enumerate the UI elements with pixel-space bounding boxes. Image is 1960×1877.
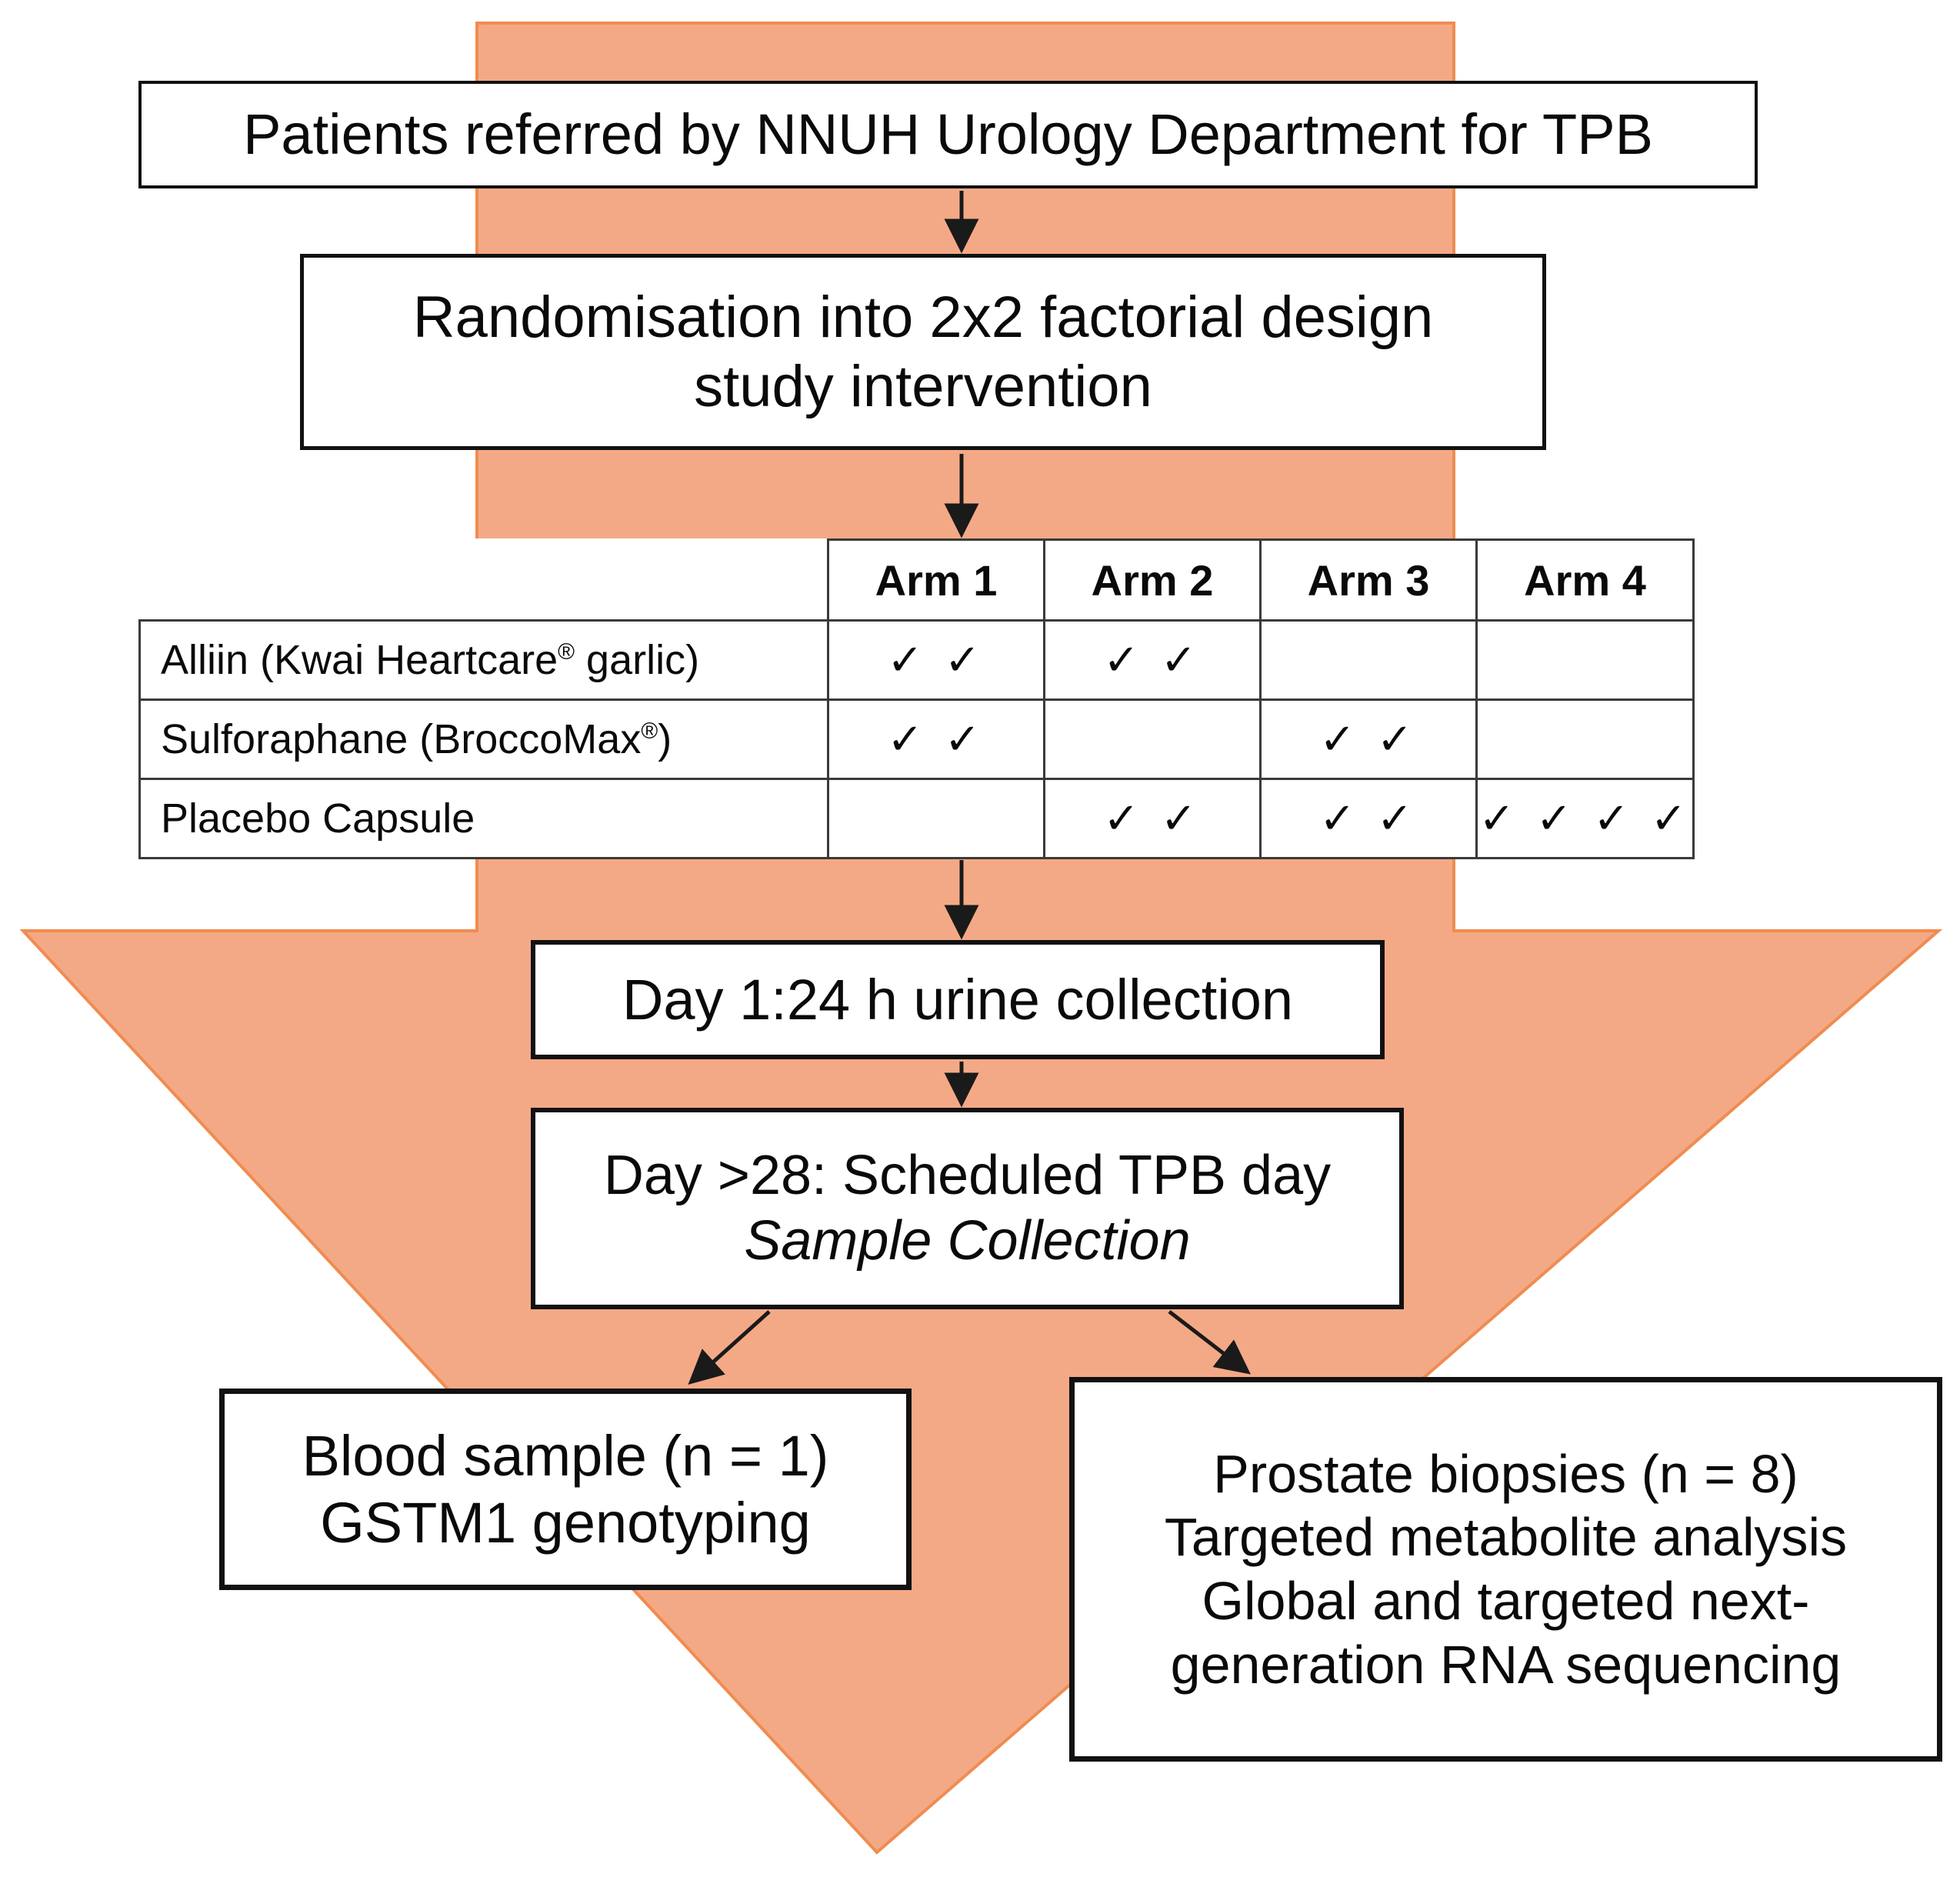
table-row-alliin: Alliin (Kwai Heartcare® garlic) ✓ ✓ ✓ ✓ [138, 619, 1695, 701]
node-day28-tpb: Day >28: Scheduled TPB day Sample Collec… [531, 1108, 1404, 1309]
cell-alliin-arm-4 [1475, 619, 1695, 701]
node-day1-text: Day 1:24 h urine collection [622, 967, 1294, 1032]
table-header-row: Arm 1 Arm 2 Arm 3 Arm 4 [140, 538, 1695, 622]
node-biopsy-line-4: generation RNA sequencing [1170, 1634, 1842, 1695]
column-header-arm-4: Arm 4 [1475, 538, 1695, 622]
node-randomisation-line-2: study intervention [694, 353, 1152, 419]
node-biopsy-line-2: Targeted metabolite analysis [1164, 1507, 1848, 1568]
cell-placebo-arm-4: ✓ ✓ ✓ ✓ [1475, 778, 1695, 859]
row-label-placebo: Placebo Capsule [138, 778, 829, 859]
node-day28-line-2: Sample Collection [744, 1210, 1191, 1272]
cell-placebo-arm-1 [827, 778, 1045, 859]
node-biopsy-line-1: Prostate biopsies (n = 8) [1213, 1443, 1798, 1504]
node-patients-referred: Patients referred by NNUH Urology Depart… [138, 81, 1758, 188]
node-blood-line-2: GSTM1 genotyping [320, 1491, 811, 1555]
column-header-arm-2: Arm 2 [1043, 538, 1262, 622]
node-prostate-biopsies: Prostate biopsies (n = 8) Targeted metab… [1069, 1377, 1942, 1762]
cell-sulforaphane-arm-2 [1043, 698, 1262, 780]
registered-trademark-icon: ® [641, 718, 658, 744]
table-corner-cell [140, 540, 828, 621]
cell-placebo-arm-3: ✓ ✓ [1259, 778, 1478, 859]
cell-sulforaphane-arm-1: ✓ ✓ [827, 698, 1045, 780]
cell-sulforaphane-arm-4 [1475, 698, 1695, 780]
cell-alliin-arm-1: ✓ ✓ [827, 619, 1045, 701]
row-label-sulforaphane-prefix: Sulforaphane (BroccoMax [161, 716, 642, 762]
arm-allocation-table: Arm 1 Arm 2 Arm 3 Arm 4 Alliin (Kwai Hea… [138, 538, 1695, 859]
node-patients-referred-text: Patients referred by NNUH Urology Depart… [243, 102, 1653, 167]
table-row-placebo: Placebo Capsule ✓ ✓ ✓ ✓ ✓ ✓ ✓ ✓ [138, 778, 1695, 859]
cell-sulforaphane-arm-3: ✓ ✓ [1259, 698, 1478, 780]
row-label-sulforaphane-suffix: ) [658, 716, 672, 762]
registered-trademark-icon: ® [558, 639, 575, 665]
table-row-sulforaphane: Sulforaphane (BroccoMax®) ✓ ✓ ✓ ✓ [138, 698, 1695, 780]
node-randomisation-line-1: Randomisation into 2x2 factorial design [412, 284, 1434, 350]
column-header-arm-1: Arm 1 [827, 538, 1045, 622]
column-header-arm-3: Arm 3 [1259, 538, 1478, 622]
row-label-alliin-prefix: Alliin (Kwai Heartcare [161, 637, 558, 683]
row-label-alliin: Alliin (Kwai Heartcare® garlic) [138, 619, 829, 701]
cell-alliin-arm-3 [1259, 619, 1478, 701]
node-day1-urine-collection: Day 1:24 h urine collection [531, 940, 1385, 1059]
row-label-alliin-suffix: garlic) [575, 637, 700, 683]
node-blood-line-1: Blood sample (n = 1) [302, 1423, 829, 1488]
node-randomisation: Randomisation into 2x2 factorial design … [300, 254, 1546, 450]
row-label-sulforaphane: Sulforaphane (BroccoMax®) [138, 698, 829, 780]
cell-placebo-arm-2: ✓ ✓ [1043, 778, 1262, 859]
row-label-placebo-prefix: Placebo Capsule [161, 795, 475, 842]
node-day28-line-1: Day >28: Scheduled TPB day [603, 1145, 1332, 1207]
node-blood-sample: Blood sample (n = 1) GSTM1 genotyping [219, 1389, 912, 1590]
node-biopsy-line-3: Global and targeted next- [1202, 1571, 1810, 1631]
cell-alliin-arm-2: ✓ ✓ [1043, 619, 1262, 701]
